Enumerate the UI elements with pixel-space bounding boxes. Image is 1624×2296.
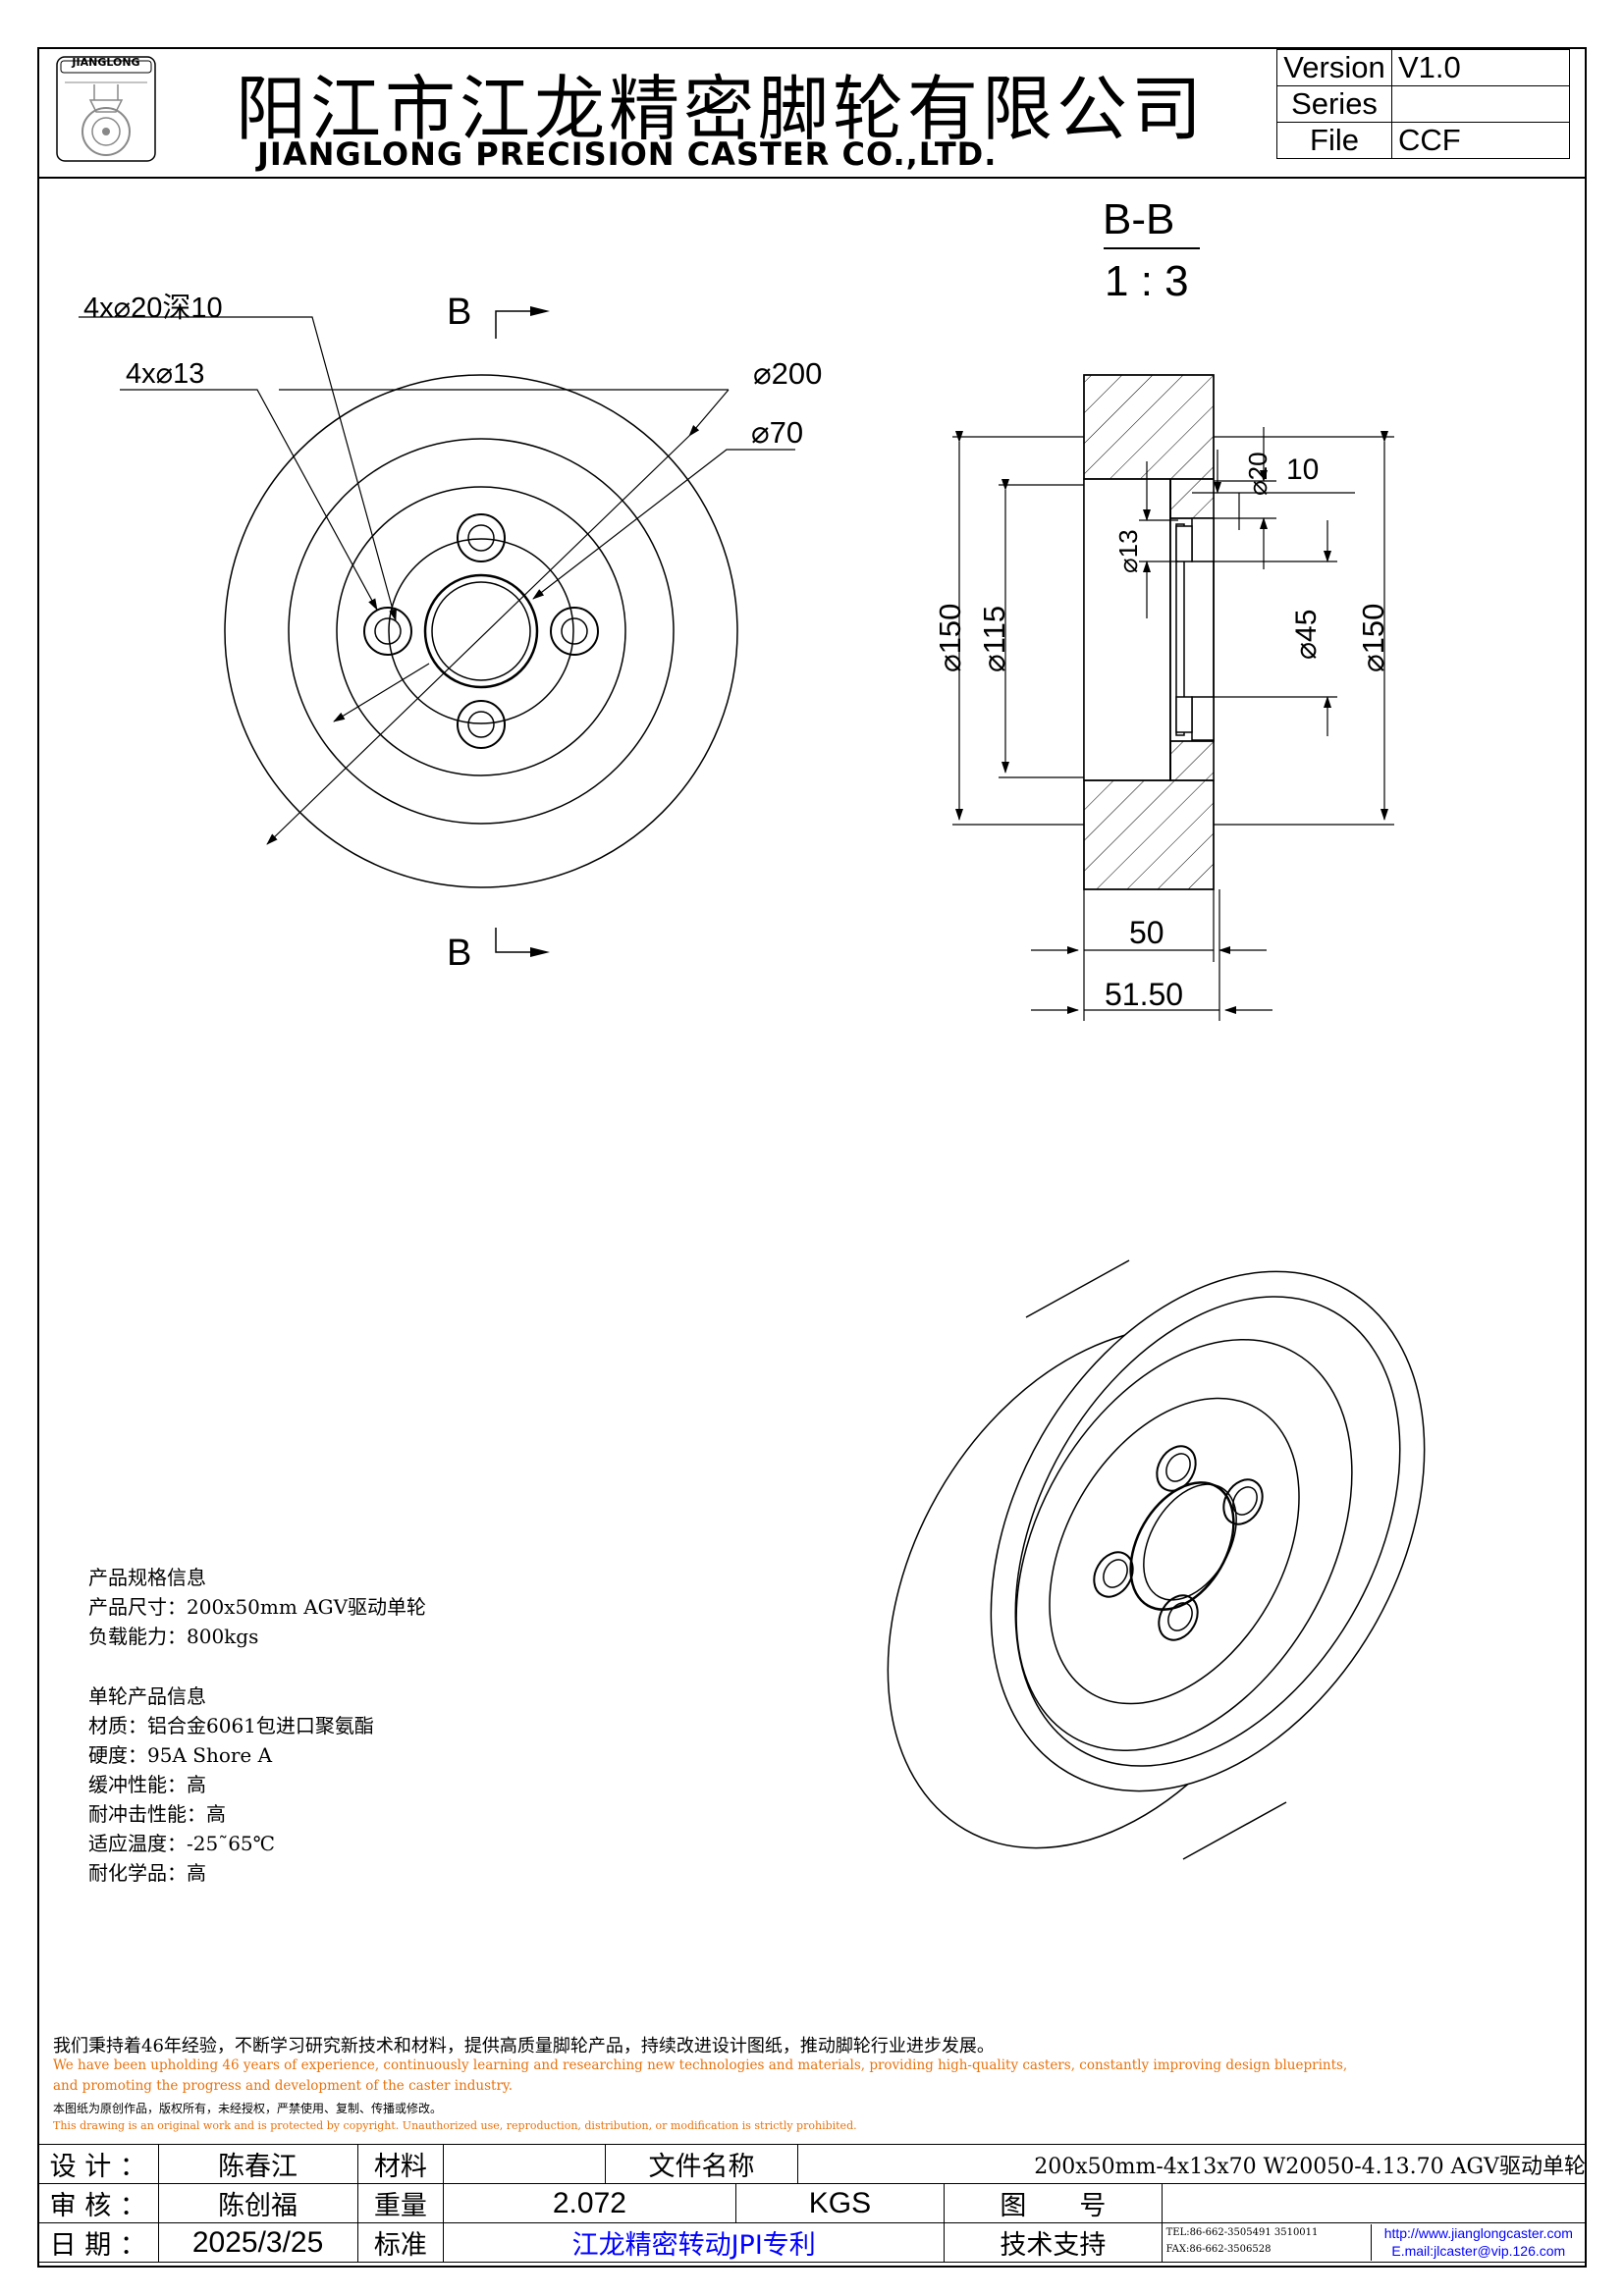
- mission-cn: 我们秉持着46年经验，不断学习研究新技术和材料，提供高质量脚轮产品，持续改进设计…: [53, 2036, 995, 2056]
- design-label: 设 计 ：: [37, 2144, 159, 2184]
- bolt-holes: [363, 513, 599, 749]
- dim-d150-right: ⌀150: [1356, 604, 1390, 672]
- callout-d200: ⌀200: [753, 356, 822, 391]
- material-label: 材料: [356, 2144, 445, 2184]
- filename-label: 文件名称: [604, 2144, 799, 2184]
- spec-hardness: 硬度：95A Shore A: [88, 1743, 273, 1767]
- callout-hole: 4x⌀13: [126, 358, 204, 390]
- dim-d45: ⌀45: [1290, 610, 1323, 660]
- date-value: 2025/3/25: [157, 2222, 358, 2263]
- dim-width-50: 50: [1129, 915, 1164, 950]
- contact-info: TEL:86-662-3505491 3510011 FAX:86-662-35…: [1161, 2222, 1588, 2263]
- email-link[interactable]: E.mail:jlcaster@vip.126.com: [1391, 2243, 1566, 2259]
- mission-en-2: and promoting the progress and developme…: [53, 2078, 514, 2094]
- spec-cushion: 缓冲性能：高: [88, 1773, 206, 1796]
- spec-chem: 耐化学品：高: [88, 1861, 206, 1885]
- review-label: 审 核 ：: [37, 2183, 159, 2223]
- spec-size: 产品尺寸：200x50mm AGV驱动单轮: [88, 1595, 427, 1619]
- weight-label: 重量: [356, 2183, 445, 2223]
- date-label: 日 期 ：: [37, 2222, 159, 2263]
- company-name-cn: 阳江市江龙精密脚轮有限公司: [236, 68, 1207, 150]
- section-label-top: B: [447, 292, 471, 333]
- spec-load: 负载能力：800kgs: [88, 1625, 259, 1648]
- copyright-cn: 本图纸为原创作品，版权所有，未经授权，严禁使用、复制、传播或修改。: [53, 2102, 443, 2115]
- hub-inner-circle: [388, 538, 574, 724]
- outer-tire-circle: [224, 374, 738, 888]
- version-table: Version V1.0 Series File CCF: [1276, 49, 1570, 159]
- logo-text: JIANGLONG: [72, 56, 140, 69]
- standard-label: 标准: [356, 2222, 445, 2263]
- section-view: [1083, 374, 1215, 890]
- bore-inner-circle: [431, 581, 531, 681]
- title-block-row-2: 审 核 ： 陈创福 重量 2.072 KGS 图 号: [37, 2183, 1588, 2223]
- section-dimensions: [952, 427, 1394, 1021]
- spec-impact: 耐冲击性能：高: [88, 1802, 226, 1826]
- drawing-number-label: 图 号: [944, 2183, 1163, 2223]
- section-scale: 1 : 3: [1105, 257, 1189, 305]
- company-logo-icon: [56, 56, 156, 162]
- mission-en-1: We have been upholding 46 years of exper…: [53, 2057, 1348, 2073]
- website-link[interactable]: http://www.jianglongcaster.com: [1383, 2225, 1573, 2241]
- material-value: [443, 2144, 606, 2184]
- company-name-en: JIANGLONG PRECISION CASTER CO.,LTD.: [257, 135, 998, 173]
- title-block: 设 计 ： 陈春江 材料 文件名称 200x50mm-4x13x70 W2005…: [37, 2144, 1588, 2263]
- series-key: Series: [1276, 85, 1392, 123]
- dim-d150-left: ⌀150: [933, 604, 967, 672]
- weight-unit: KGS: [734, 2183, 946, 2223]
- dim-width-5150: 51.50: [1105, 977, 1183, 1012]
- callout-counterbore: 4x⌀20深10: [83, 293, 223, 324]
- dim-d115: ⌀115: [977, 606, 1011, 672]
- reviewer-name: 陈创福: [157, 2183, 358, 2223]
- drawing-frame: [37, 47, 1587, 2268]
- section-label-bottom: B: [447, 933, 471, 974]
- hub-outer-circle: [288, 438, 675, 825]
- title-block-row-1: 设 计 ： 陈春江 材料 文件名称 200x50mm-4x13x70 W2005…: [37, 2144, 1587, 2184]
- file-key: File: [1276, 122, 1392, 159]
- spec-material: 材质：铝合金6061包进口聚氨酯: [88, 1714, 374, 1737]
- drawing-number-value: [1161, 2183, 1588, 2223]
- header-divider: [37, 177, 1587, 179]
- file-value: CCF: [1391, 122, 1570, 159]
- dim-10: 10: [1286, 454, 1319, 486]
- filename-value: 200x50mm-4x13x70 W20050-4.13.70 AGV驱动单轮: [797, 2144, 1587, 2184]
- title-block-row-3: 日 期 ： 2025/3/25 标准 江龙精密转动JPI专利 技术支持 TEL:…: [37, 2222, 1588, 2263]
- section-title: B-B: [1103, 195, 1174, 243]
- standard-value: 江龙精密转动JPI专利: [443, 2222, 946, 2263]
- spec-temp: 适应温度：-25˜65℃: [88, 1832, 276, 1855]
- tech-support-label: 技术支持: [944, 2222, 1163, 2263]
- front-view: [79, 306, 795, 957]
- copyright-en: This drawing is an original work and is …: [53, 2119, 857, 2132]
- tel-text: TEL:86-662-3505491 3510011: [1165, 2227, 1319, 2238]
- designer-name: 陈春江: [157, 2144, 358, 2184]
- callout-d70: ⌀70: [751, 415, 803, 450]
- isometric-view: [887, 1259, 1426, 1860]
- dim-d13: ⌀13: [1113, 529, 1143, 573]
- bore-circle: [423, 573, 539, 689]
- file-row: File CCF: [1276, 122, 1570, 159]
- weight-value: 2.072: [443, 2183, 736, 2223]
- hub-step-circle: [336, 486, 626, 776]
- spec-title-1: 产品规格信息: [88, 1566, 206, 1589]
- spec-title-2: 单轮产品信息: [88, 1684, 206, 1708]
- dim-d20: ⌀20: [1243, 452, 1272, 496]
- fax-text: FAX:86-662-3506528: [1165, 2244, 1272, 2255]
